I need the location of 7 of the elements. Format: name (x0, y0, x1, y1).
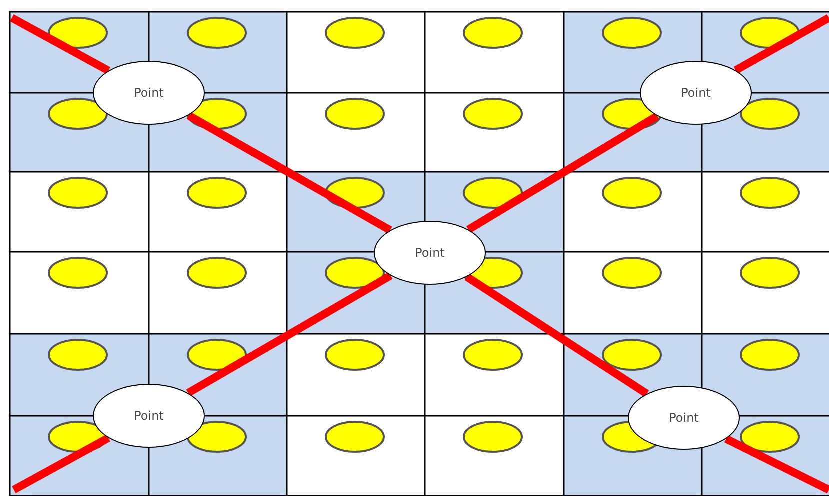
line (12, 434, 111, 494)
line (724, 435, 829, 494)
line (734, 14, 829, 74)
line (186, 112, 392, 234)
line (186, 272, 393, 397)
line (464, 274, 650, 398)
line (466, 112, 660, 234)
